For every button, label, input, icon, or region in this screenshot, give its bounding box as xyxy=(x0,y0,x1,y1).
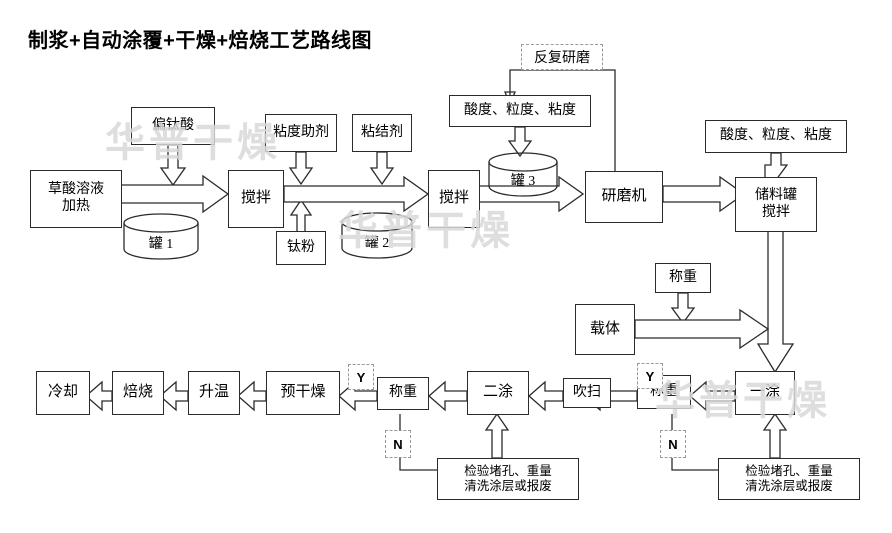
node-blow-clean-label: 吹扫 xyxy=(573,384,601,400)
decision-yes-right-label: Y xyxy=(645,368,655,384)
arrow-heatup-to-calcine xyxy=(160,382,188,410)
node-quality-check-2[interactable]: 酸度、粒度、粘度 xyxy=(705,120,847,153)
arrow-weighcarrier-down xyxy=(672,293,694,323)
node-inspect-1[interactable]: 检验堵孔、重量 清洗涂层或报废 xyxy=(437,458,579,500)
arrow-carrier-to-coat1 xyxy=(635,310,768,348)
arrow-storage-to-coat1 xyxy=(758,219,793,372)
node-additive-label: 偏钛酸 xyxy=(152,117,194,133)
node-titanium-powder[interactable]: 钛粉 xyxy=(276,231,326,265)
node-additive[interactable]: 偏钛酸 xyxy=(131,107,215,145)
node-oxalic-heating[interactable]: 草酸溶液 加热 xyxy=(30,170,122,228)
decision-yes-left: Y xyxy=(348,364,374,390)
node-mix-1-label: 搅拌 xyxy=(240,190,271,207)
arrow-quality1-to-tank3 xyxy=(509,127,531,156)
arrow-calcine-to-cool xyxy=(86,382,112,410)
node-storage-tank-label: 储料罐 搅拌 xyxy=(755,187,797,220)
node-pre-drying-label: 预干燥 xyxy=(280,384,326,401)
arrow-binder-down xyxy=(371,152,393,184)
node-calcination[interactable]: 焙烧 xyxy=(112,371,164,415)
page-title: 制浆+自动涂覆+干燥+焙烧工艺路线图 xyxy=(28,30,373,52)
arrow-inspect2-to-coat1 xyxy=(764,414,786,458)
loop-regrind-line xyxy=(510,70,615,171)
arrow-quality2-to-storage xyxy=(765,153,787,180)
node-inspect-2-label: 检验堵孔、重量 清洗涂层或报废 xyxy=(745,464,833,493)
node-weigh-2[interactable]: 称重 xyxy=(377,377,429,410)
node-carrier[interactable]: 载体 xyxy=(575,304,635,355)
node-storage-tank[interactable]: 储料罐 搅拌 xyxy=(735,177,817,232)
node-inspect-1-label: 检验堵孔、重量 清洗涂层或报废 xyxy=(464,464,552,493)
arrow-coat2-to-weigh2 xyxy=(429,382,467,410)
decision-no-left-label: N xyxy=(393,436,403,452)
node-coating-2[interactable]: 二涂 xyxy=(467,371,529,415)
node-inspect-2[interactable]: 检验堵孔、重量 清洗涂层或报废 xyxy=(718,458,860,500)
decision-no-left: N xyxy=(385,430,411,458)
node-carrier-label: 载体 xyxy=(589,320,620,337)
arrow-mix1-to-mix2 xyxy=(284,177,428,211)
decision-yes-right: Y xyxy=(637,363,663,389)
node-viscosity-aid-label: 粘度助剂 xyxy=(273,124,329,140)
decision-yes-left-label: Y xyxy=(356,369,366,385)
node-regrind-label: 反复研磨 xyxy=(534,51,590,66)
node-titanium-powder-label: 钛粉 xyxy=(287,239,315,255)
arrow-coat1-to-weigh1 xyxy=(690,382,735,410)
node-mix-1[interactable]: 搅拌 xyxy=(228,170,284,228)
node-viscosity-aid[interactable]: 粘度助剂 xyxy=(265,114,337,152)
node-binder[interactable]: 粘结剂 xyxy=(352,114,412,152)
arrow-viscaid-down xyxy=(290,152,312,184)
node-quality-check-2-label: 酸度、粒度、粘度 xyxy=(720,128,832,144)
node-quality-check-1[interactable]: 酸度、粒度、粘度 xyxy=(449,95,591,127)
node-mix-2-label: 搅拌 xyxy=(438,190,469,207)
node-weigh-carrier[interactable]: 称重 xyxy=(655,263,711,293)
decision-no-right-label: N xyxy=(668,436,678,452)
node-cooling-label: 冷却 xyxy=(47,384,78,401)
decision-no-right: N xyxy=(660,430,686,458)
node-calcination-label: 焙烧 xyxy=(122,384,153,401)
arrow-grinder-to-storage xyxy=(663,177,744,211)
arrow-mix2-to-grinder xyxy=(479,177,583,211)
node-quality-check-1-label: 酸度、粒度、粘度 xyxy=(464,102,576,118)
arrow-blow-to-coat2 xyxy=(529,382,563,410)
node-cooling[interactable]: 冷却 xyxy=(36,371,90,415)
node-grinder[interactable]: 研磨机 xyxy=(585,171,663,223)
arrow-predry-to-heatup xyxy=(238,382,266,410)
node-regrind[interactable]: 反复研磨 xyxy=(521,44,603,70)
node-weigh-carrier-label: 称重 xyxy=(669,269,697,285)
arrow-tipowder-to-mix1 xyxy=(291,200,311,232)
node-oxalic-heating-label: 草酸溶液 加热 xyxy=(48,182,104,214)
node-pre-drying[interactable]: 预干燥 xyxy=(266,371,340,415)
node-heat-up[interactable]: 升温 xyxy=(188,371,240,415)
node-coating-2-label: 二涂 xyxy=(482,384,513,401)
tank-2[interactable]: 罐 2 xyxy=(340,212,414,259)
arrow-oxalic-to-mix1 xyxy=(121,176,228,212)
node-coating-1[interactable]: 一涂 xyxy=(735,371,795,415)
node-blow-clean[interactable]: 吹扫 xyxy=(563,378,611,408)
node-binder-label: 粘结剂 xyxy=(361,124,403,140)
tank-1[interactable]: 罐 1 xyxy=(122,213,200,260)
tank-3[interactable]: 罐 3 xyxy=(487,152,559,198)
node-coating-1-label: 一涂 xyxy=(749,384,780,401)
arrow-additive-to-line xyxy=(161,145,185,185)
node-heat-up-label: 升温 xyxy=(198,384,229,401)
node-weigh-2-label: 称重 xyxy=(389,385,417,401)
node-mix-2[interactable]: 搅拌 xyxy=(428,170,480,228)
arrow-inspect1-to-coat2 xyxy=(486,414,508,458)
node-grinder-label: 研磨机 xyxy=(601,188,647,205)
